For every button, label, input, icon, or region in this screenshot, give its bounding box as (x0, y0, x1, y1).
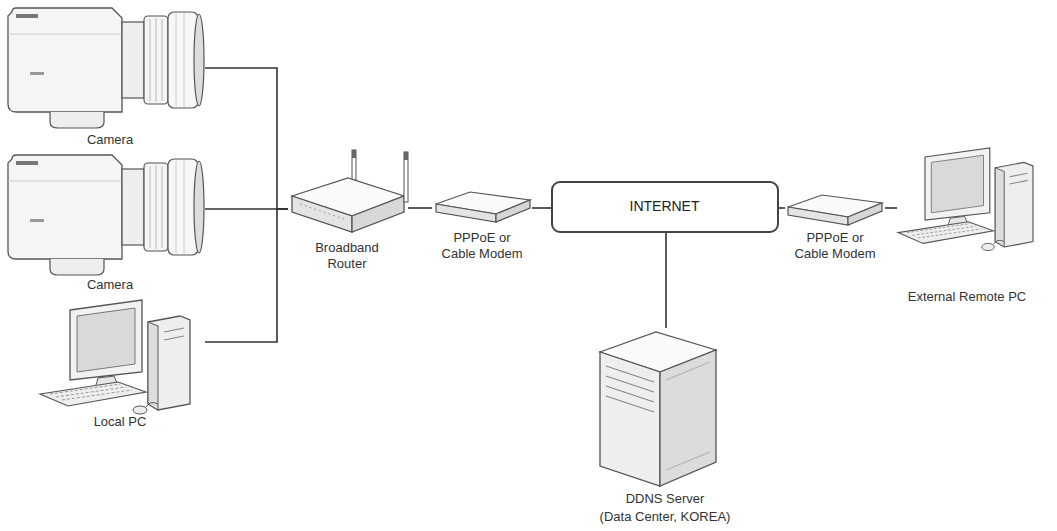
pc-illustration (898, 148, 1033, 251)
modem-node: PPPoE or Cable Modem (785, 188, 885, 278)
device-label: PPPoE or Cable Modem (791, 230, 879, 262)
router-node: Broadband Router (288, 148, 408, 280)
device-label: Camera (60, 132, 160, 148)
device-label: (Data Center, KOREA) (585, 509, 745, 525)
network-cable (408, 207, 432, 209)
network-cable (779, 207, 785, 209)
device-label: DDNS Server (585, 491, 745, 507)
device-label: External Remote PC (897, 289, 1037, 305)
network-cable (205, 208, 288, 210)
device-label: INTERNET (553, 198, 776, 214)
network-cable (205, 68, 288, 209)
device-label: Local PC (70, 414, 170, 430)
network-cable (885, 207, 897, 209)
modem-node: PPPoE or Cable Modem (432, 188, 532, 278)
modem-illustration (788, 195, 882, 225)
camera-illustration (8, 155, 204, 275)
network-cable (205, 209, 288, 342)
device-label: Camera (60, 277, 160, 293)
server-node: DDNS Server (Data Center, KOREA) (585, 328, 745, 528)
server-illustration (600, 332, 716, 486)
internet-box: INTERNET (551, 181, 779, 233)
pc-illustration (40, 300, 190, 414)
modem-illustration (436, 192, 530, 222)
pc-node: Local PC (35, 300, 205, 432)
camera-illustration (8, 8, 204, 128)
camera-node: Camera (0, 150, 205, 298)
device-label: PPPoE or Cable Modem (438, 230, 526, 262)
network-cable (665, 233, 667, 328)
router-illustration (292, 150, 408, 232)
pc-node: External Remote PC (897, 148, 1037, 308)
camera-node: Camera (0, 0, 205, 150)
network-cable (532, 207, 551, 209)
device-label: Broadband Router (305, 240, 389, 272)
